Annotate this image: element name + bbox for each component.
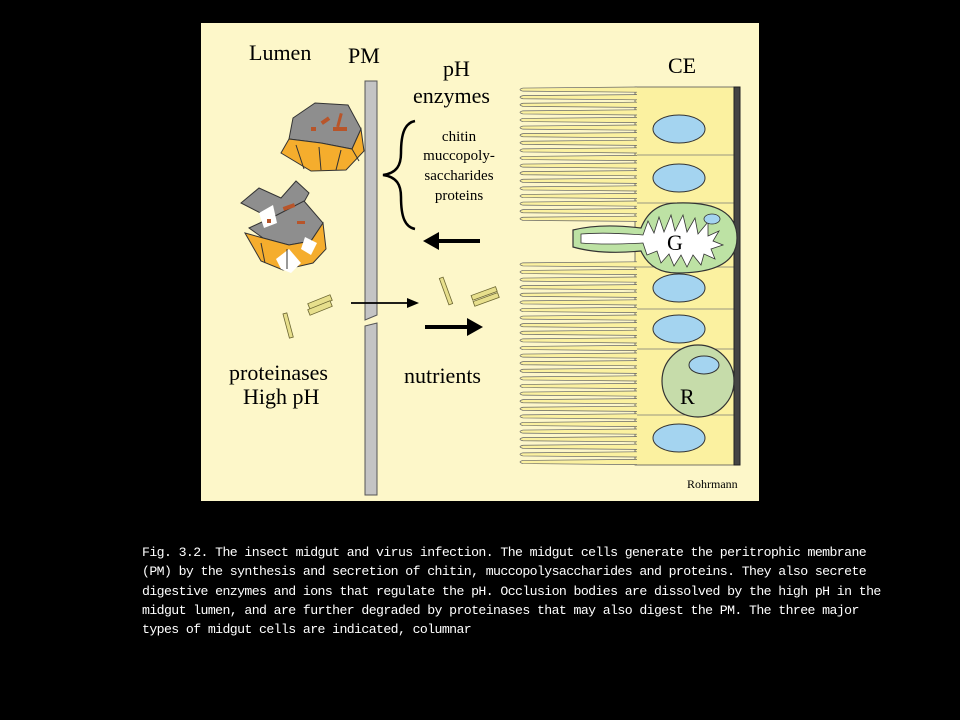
microvillus — [519, 185, 638, 192]
microvillus — [519, 215, 638, 222]
microvillus — [519, 360, 638, 367]
midgut-figure: Lumen PM pH enzymes CE chitin muccopoly-… — [201, 23, 759, 501]
figure-caption: Fig. 3.2. The insect midgut and virus in… — [142, 543, 881, 639]
microvillus — [519, 451, 638, 458]
caption-line: midgut lumen, and are further degraded b… — [142, 602, 859, 618]
microvillus — [519, 367, 638, 374]
goblet-cell — [572, 202, 738, 274]
arrow-nutrients-right — [425, 318, 483, 336]
microvillus — [519, 170, 638, 177]
microvillus — [519, 86, 638, 93]
microvillus — [519, 421, 638, 427]
microvillus — [519, 276, 638, 283]
microvillus — [519, 132, 638, 139]
microvillus — [519, 299, 638, 306]
microvillus — [519, 208, 638, 215]
regenerative-cell — [661, 344, 735, 418]
nucleus — [652, 114, 706, 144]
label-nutrients: nutrients — [404, 363, 481, 388]
label-proteinases: proteinases — [229, 360, 328, 385]
caption-line: (PM) by the synthesis and secretion of c… — [142, 564, 867, 580]
microvillus — [519, 375, 638, 382]
microvillus — [519, 177, 638, 184]
virions — [282, 276, 500, 339]
microvillus — [519, 284, 638, 291]
arrow-secretion-left — [423, 232, 480, 250]
microvillus — [519, 390, 638, 397]
label-enzymes: enzymes — [413, 83, 490, 108]
nucleus — [652, 273, 706, 303]
microvillus — [519, 269, 638, 275]
occlusion-body-dissolving — [240, 180, 327, 273]
microvillus — [519, 443, 638, 450]
basement-membrane — [733, 86, 741, 466]
microvillus — [519, 147, 638, 154]
caption-line: Fig. 3.2. The insect midgut and virus in… — [142, 545, 867, 560]
microvillus — [519, 337, 638, 344]
microvillus — [519, 398, 638, 405]
microvillus — [519, 352, 638, 359]
microvillus — [519, 200, 638, 207]
microvillus — [519, 291, 638, 298]
label-lumen: Lumen — [249, 40, 311, 65]
microvillus — [519, 428, 638, 435]
label-ce: CE — [668, 53, 696, 78]
microvillus — [519, 94, 638, 101]
microvillus — [519, 459, 638, 465]
caption-line: digestive enzymes and ions that regulate… — [142, 583, 881, 599]
label-muccopoly: muccopoly- — [423, 148, 495, 164]
label-ph: pH — [443, 56, 470, 81]
microvillus — [519, 314, 638, 321]
microvillus — [519, 261, 638, 268]
peritrophic-membrane — [364, 80, 378, 496]
arrow-virion-entry — [351, 298, 419, 308]
microvillus — [519, 307, 638, 313]
microvillus — [519, 413, 638, 420]
label-regenerative-r: R — [680, 384, 695, 409]
microvillus — [519, 322, 638, 329]
label-pm: PM — [348, 43, 380, 68]
secretion-brace — [382, 119, 416, 231]
caption-line: types of midgut cells are indicated, col… — [142, 622, 472, 638]
microvillus — [519, 193, 638, 199]
label-goblet-g: G — [667, 230, 683, 255]
microvillus — [519, 117, 638, 123]
microvillus — [519, 124, 638, 131]
microvillus — [519, 139, 638, 146]
occlusion-body-intact — [280, 102, 365, 172]
microvilli-brush-border — [519, 86, 638, 465]
label-proteins: proteins — [435, 188, 483, 204]
label-high-ph: High pH — [243, 384, 320, 409]
microvillus — [519, 436, 638, 443]
microvillus — [519, 383, 638, 389]
microvillus — [519, 329, 638, 336]
microvillus — [519, 345, 638, 351]
microvillus — [519, 101, 638, 108]
microvillus — [519, 109, 638, 116]
nucleus — [652, 314, 706, 344]
columnar-nuclei — [652, 114, 706, 453]
microvillus — [519, 405, 638, 412]
microvillus — [519, 162, 638, 169]
microvillus — [519, 155, 638, 161]
label-credit: Rohrmann — [687, 477, 738, 491]
nucleus — [652, 423, 706, 453]
label-chitin: chitin — [442, 129, 477, 145]
label-saccharides: saccharides — [424, 168, 493, 184]
nucleus — [652, 163, 706, 193]
